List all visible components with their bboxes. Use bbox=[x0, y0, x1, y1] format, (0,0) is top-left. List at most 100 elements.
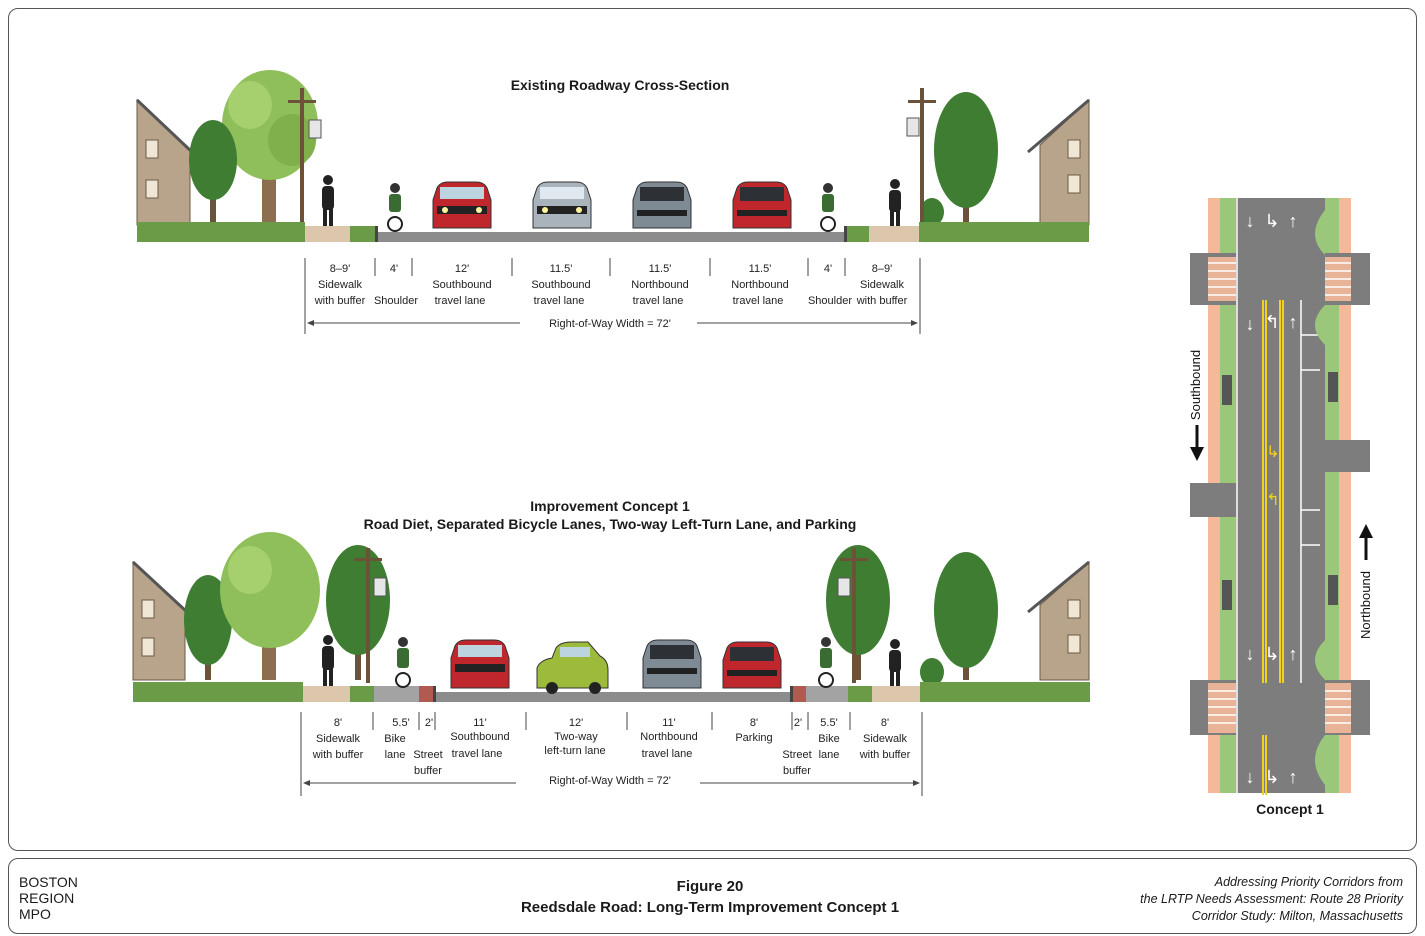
figure-number: Figure 20 bbox=[676, 878, 744, 895]
tree-left-small-icon bbox=[189, 120, 237, 225]
utility-pole-left-icon bbox=[354, 548, 387, 683]
concept-seg-2-width: 5.5' bbox=[392, 717, 409, 729]
plan-curb-extension-s bbox=[1315, 735, 1325, 785]
study-line-1: Addressing Priority Corridors from bbox=[1214, 875, 1403, 889]
plan-bike-lane-east bbox=[1325, 198, 1339, 793]
plan-crosswalk-stripes bbox=[1208, 262, 1351, 724]
bike-lane-left bbox=[374, 686, 419, 702]
southbound-arrow-icon bbox=[1190, 425, 1204, 461]
sidewalk-right bbox=[869, 226, 919, 242]
utility-pole-left-icon bbox=[288, 88, 322, 225]
concept-section-title: Improvement Concept 1 bbox=[530, 498, 690, 514]
bike-lane-right bbox=[806, 686, 848, 702]
car-red-southbound-icon bbox=[432, 181, 492, 229]
existing-seg-8-width: 8–9' bbox=[872, 263, 892, 275]
existing-seg-5-width: 11.5' bbox=[649, 263, 672, 275]
concept-seg-6-line2: travel lane bbox=[642, 748, 693, 760]
concept-seg-9-width: 5.5' bbox=[820, 717, 837, 729]
concept-seg-6-line1: Northbound bbox=[640, 731, 698, 743]
existing-seg-1-line2: with buffer bbox=[314, 295, 366, 307]
tree-left-large-icon bbox=[220, 532, 320, 680]
existing-dimension-arrows bbox=[307, 320, 918, 326]
concept-seg-8-width: 2' bbox=[794, 717, 802, 729]
existing-seg-6-line2: travel lane bbox=[733, 295, 784, 307]
existing-seg-3-line2: travel lane bbox=[435, 295, 486, 307]
curb-right bbox=[790, 686, 793, 702]
buffer-left bbox=[350, 686, 374, 702]
street-buffer-right bbox=[793, 686, 806, 702]
existing-seg-5-line2: travel lane bbox=[633, 295, 684, 307]
plan-curb-extension-se bbox=[1315, 640, 1325, 680]
footer-frame bbox=[8, 858, 1417, 934]
concept-seg-9-line1: Bike bbox=[818, 733, 839, 745]
concept-seg-2-line2: lane bbox=[385, 749, 406, 761]
existing-seg-5-line1: Northbound bbox=[631, 279, 689, 291]
plan-side-street-e bbox=[1323, 440, 1370, 472]
car-gray-northbound-icon bbox=[642, 639, 702, 689]
shrub-right-icon bbox=[920, 198, 944, 226]
concept-seg-7-line1: Parking bbox=[735, 732, 772, 744]
car-green-turning-icon bbox=[536, 641, 609, 694]
tree-left-inner-icon bbox=[326, 545, 390, 680]
tree-right-icon bbox=[934, 92, 998, 225]
grass-strip-left bbox=[137, 222, 305, 242]
grass-strip-right bbox=[920, 682, 1090, 702]
concept-seg-7-width: 8' bbox=[750, 717, 758, 729]
plan-arrow-turn-1-icon: ↳ bbox=[1264, 211, 1279, 231]
car-silver-southbound-icon bbox=[532, 181, 592, 229]
plan-twltl-arrow-2-icon: ↰ bbox=[1266, 492, 1279, 509]
org-line-1: BOSTON bbox=[19, 874, 78, 890]
existing-seg-3-line1: Southbound bbox=[432, 279, 491, 291]
existing-seg-6-width: 11.5' bbox=[749, 263, 772, 275]
cyclist-right-icon bbox=[820, 183, 836, 232]
tree-right-inner-icon bbox=[826, 545, 890, 680]
utility-pole-right-icon bbox=[906, 88, 936, 225]
concept-section-subtitle: Road Diet, Separated Bicycle Lanes, Two-… bbox=[363, 516, 857, 532]
road-surface bbox=[436, 692, 790, 702]
pedestrian-right-icon bbox=[889, 179, 901, 226]
concept-seg-3-line2: buffer bbox=[414, 765, 442, 777]
sidewalk-right bbox=[872, 686, 920, 702]
plan-arrow-down-4-icon: ↓ bbox=[1246, 767, 1255, 787]
house-left-icon bbox=[131, 560, 189, 681]
concept-seg-5-width: 12' bbox=[569, 717, 583, 729]
plan-arrow-up-2-icon: ↑ bbox=[1289, 312, 1298, 332]
concept-seg-5-line2: left-turn lane bbox=[544, 745, 605, 757]
curb-left bbox=[433, 686, 436, 702]
study-title: Addressing Priority Corridors from the L… bbox=[1140, 874, 1403, 925]
concept-seg-4-line2: travel lane bbox=[452, 748, 503, 760]
plan-arrow-down-2-icon: ↓ bbox=[1246, 314, 1255, 334]
plan-lane-lines bbox=[1236, 198, 1320, 793]
study-line-3: Corridor Study: Milton, Massachusetts bbox=[1191, 909, 1403, 923]
concept-seg-1-width: 8' bbox=[334, 717, 342, 729]
org-name: BOSTON REGION MPO bbox=[19, 874, 78, 922]
plan-side-street-w bbox=[1190, 483, 1238, 517]
existing-seg-7-width: 4' bbox=[824, 263, 832, 275]
concept-cross-section: 8' Sidewalk with buffer 5.5' Bike lane 2… bbox=[131, 532, 1090, 796]
grass-strip-left bbox=[133, 682, 303, 702]
sidewalk-left bbox=[303, 686, 350, 702]
plan-arrow-turn-3-icon: ↳ bbox=[1264, 644, 1279, 664]
plan-arrow-up-1-icon: ↑ bbox=[1289, 211, 1298, 231]
pedestrian-right-icon bbox=[889, 639, 901, 686]
figure-caption: Figure 20 Reedsdale Road: Long-Term Impr… bbox=[400, 876, 1020, 918]
plan-sidewalk-east bbox=[1339, 198, 1351, 793]
concept-seg-2-line1: Bike bbox=[384, 733, 405, 745]
plan-caption: Concept 1 bbox=[1256, 801, 1324, 817]
study-line-2: the LRTP Needs Assessment: Route 28 Prio… bbox=[1140, 892, 1403, 906]
tree-right-icon bbox=[934, 552, 998, 680]
concept-seg-3-line1: Street bbox=[413, 749, 442, 761]
org-line-3: MPO bbox=[19, 906, 51, 922]
concept-seg-8-line1: Street bbox=[782, 749, 811, 761]
existing-seg-1-width: 8–9' bbox=[330, 263, 350, 275]
plan-curb-extension-e1 bbox=[1315, 305, 1325, 345]
plan-arrow-up-4-icon: ↑ bbox=[1289, 767, 1298, 787]
org-line-2: REGION bbox=[19, 890, 75, 906]
northbound-arrow-icon bbox=[1359, 524, 1373, 560]
concept-dimension-ticks bbox=[300, 712, 923, 796]
curb-right bbox=[844, 226, 847, 242]
road-surface bbox=[378, 232, 844, 242]
plan-view-map: ↓ ↳ ↑ ↓ ↰ ↑ ↓ ↳ ↑ ↓ ↳ ↑ ↳ ↰ Southbound N… bbox=[1188, 198, 1373, 795]
existing-seg-3-width: 12' bbox=[455, 263, 469, 275]
plan-twltl-arrow-1-icon: ↳ bbox=[1266, 444, 1279, 461]
